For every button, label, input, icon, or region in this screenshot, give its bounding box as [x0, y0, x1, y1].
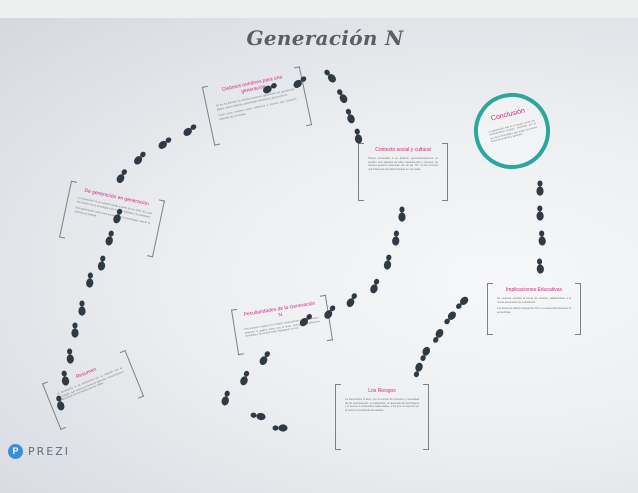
footprint-icon: [181, 121, 200, 139]
top-strip: [0, 0, 638, 18]
frame-body: La Generación N tiene, por el exceso de …: [345, 398, 419, 412]
footprint-icon: [219, 389, 233, 407]
frame-resumen[interactable]: Resumen La generación N se caracteriza p…: [42, 350, 144, 430]
footprint-icon: [291, 73, 310, 91]
frame-title: Los Riesgos: [368, 388, 396, 394]
footprint-icon: [411, 361, 426, 379]
footprint-icon: [84, 272, 95, 289]
footprint-icon: [382, 253, 395, 270]
footprint-icon: [272, 423, 288, 433]
footprint-icon: [417, 345, 433, 364]
conclusion-circle[interactable]: Conclusión La generación Net es un grupo…: [465, 84, 559, 178]
footprint-icon: [535, 180, 545, 196]
footprint-icon: [64, 348, 75, 365]
footprint-icon: [131, 149, 149, 168]
footprint-icon: [156, 134, 175, 152]
footprint-icon: [111, 207, 126, 225]
footprint-icon: [96, 254, 109, 271]
footprint-icon: [297, 311, 315, 329]
footprint-icon: [352, 127, 365, 144]
footprint-icon: [249, 410, 266, 423]
footprint-icon: [534, 258, 546, 275]
frame-riesgos[interactable]: Los Riesgos La Generación N tiene, por e…: [335, 384, 429, 450]
prezi-logo[interactable]: P PREZI: [8, 441, 70, 461]
footprint-icon: [390, 230, 401, 247]
footprint-icon: [453, 294, 471, 312]
frame-body-2: Los docentes deben integrar las TIC en e…: [497, 307, 571, 314]
frame-body: Tienen contenidos a su alcance, generaci…: [368, 157, 438, 171]
footprint-icon: [257, 349, 274, 368]
footprint-icon: [343, 107, 358, 125]
footprint-icon: [77, 300, 87, 316]
frame-contexto-social[interactable]: Contexto social y cultural Tienen conten…: [358, 143, 448, 201]
footprint-icon: [238, 369, 253, 387]
frame-title: Implicaciones Educativas: [505, 287, 563, 293]
prezi-canvas[interactable]: Generación N Distintos nombres para una …: [0, 18, 638, 493]
conclusion-body: La generación Net es un grupo social con…: [488, 119, 538, 144]
frame-peculiaridades[interactable]: Peculiaridades de la Generación N Son us…: [231, 295, 333, 355]
footprint-icon: [536, 230, 547, 247]
footprint-icon: [368, 277, 383, 295]
footprint-icon: [344, 291, 361, 310]
footprint-icon: [114, 167, 131, 186]
footprint-icon: [321, 67, 339, 86]
prezi-icon: P: [8, 443, 23, 459]
footprint-icon: [103, 229, 117, 247]
footprint-icon: [261, 80, 280, 97]
frame-title: Contexto social y cultural: [375, 147, 431, 153]
prezi-logo-text: PREZI: [28, 444, 71, 458]
footprint-icon: [59, 369, 72, 386]
footprint-icon: [53, 394, 67, 412]
footprint-icon: [70, 322, 80, 338]
footprint-icon: [321, 303, 338, 322]
footprint-icon: [334, 87, 351, 106]
presentation-title: Generación N: [246, 26, 404, 50]
frame-body: Se necesita cambiar la forma de enseñar,…: [497, 297, 571, 304]
footprint-icon: [430, 327, 447, 346]
frame-implicaciones[interactable]: Implicaciones Educativas Se necesita cam…: [487, 283, 581, 335]
footprint-icon: [397, 206, 407, 222]
footprint-icon: [535, 205, 546, 221]
footprint-icon: [441, 309, 459, 328]
